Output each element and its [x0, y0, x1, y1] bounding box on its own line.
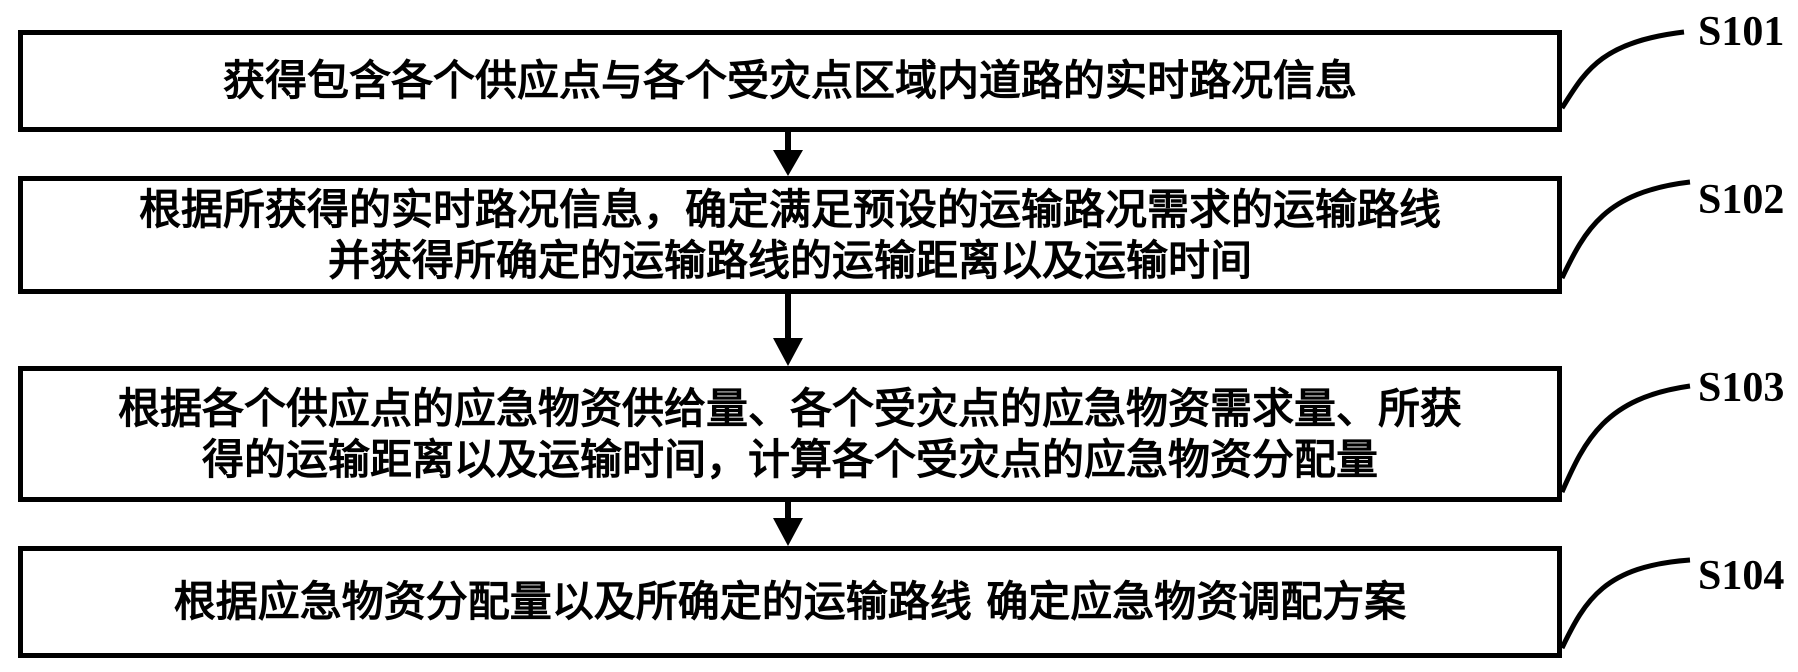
step-text-s102-line-1: 根据所获得的实时路况信息，确定满足预设的运输路况需求的运输路线 [138, 184, 1441, 234]
leader-curve-s101 [1559, 29, 1685, 110]
step-text-s104-line-1: 根据应急物资分配量以及所确定的运输路线 确定应急物资调配方案 [173, 577, 1407, 627]
step-label-s103: S103 [1698, 365, 1785, 411]
step-box-s103: 根据各个供应点的应急物资供给量、各个受灾点的应急物资需求量、所获 得的运输距离以… [18, 366, 1562, 502]
leader-curve-s102 [1559, 179, 1691, 280]
step-box-s104: 根据应急物资分配量以及所确定的运输路线 确定应急物资调配方案 [18, 546, 1562, 658]
step-box-s102: 根据所获得的实时路况信息，确定满足预设的运输路况需求的运输路线 并获得所确定的运… [18, 176, 1562, 294]
step-label-s104: S104 [1698, 553, 1785, 599]
leader-curve-s103 [1559, 383, 1691, 494]
arrow-s102-to-s103 [773, 294, 803, 366]
step-text-s103-line-1: 根据各个供应点的应急物资供给量、各个受灾点的应急物资需求量、所获 [117, 383, 1462, 433]
step-text-s102-line-2: 并获得所确定的运输路线的运输距离以及运输时间 [327, 236, 1252, 285]
step-text-s103-line-2: 得的运输距离以及运输时间，计算各个受灾点的应急物资分配量 [201, 435, 1378, 484]
step-box-s101: 获得包含各个供应点与各个受灾点区域内道路的实时路况信息 [18, 30, 1562, 132]
arrow-s103-to-s104 [773, 502, 803, 546]
step-label-s101: S101 [1698, 9, 1785, 55]
arrow-s101-to-s102 [773, 132, 803, 176]
step-label-s102: S102 [1698, 177, 1785, 223]
step-text-s101-line-1: 获得包含各个供应点与各个受灾点区域内道路的实时路况信息 [222, 56, 1357, 106]
leader-curve-s104 [1559, 557, 1691, 650]
